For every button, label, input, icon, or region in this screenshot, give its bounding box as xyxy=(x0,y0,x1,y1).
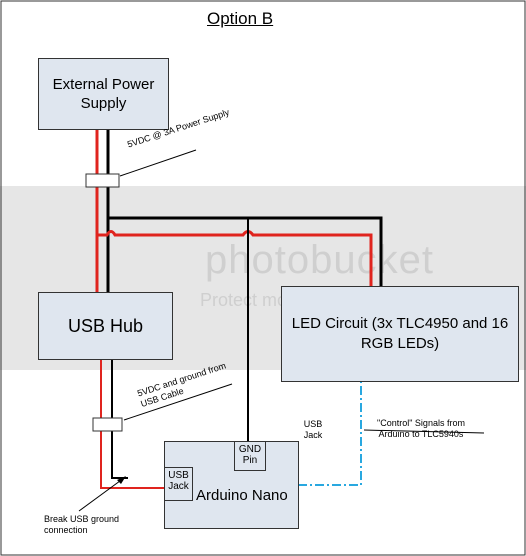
usb-power-line xyxy=(100,358,165,489)
usb-jack-inner-box: USB Jack xyxy=(164,467,193,501)
external-power-supply-label: External Power Supply xyxy=(52,76,155,112)
ground-bus xyxy=(108,216,383,287)
break-note-arrowhead xyxy=(117,476,126,484)
led-circuit-box: LED Circuit (3x TLC4950 and 16 RGB LEDs) xyxy=(281,286,519,382)
usb-jack-inner-label: USB Jack xyxy=(168,470,189,492)
led-circuit-label: LED Circuit (3x TLC4950 and 16 RGB LEDs) xyxy=(291,315,509,352)
control-note-label: "Control" Signals from Arduino to TLC594… xyxy=(377,418,465,439)
break-note-leader xyxy=(78,477,125,512)
watermark: photobucket xyxy=(205,238,434,282)
usb-connector xyxy=(92,417,123,432)
external-power-supply-box: External Power Supply xyxy=(38,58,169,130)
power-connector xyxy=(85,173,120,188)
arduino-nano-label: Arduino Nano xyxy=(196,487,288,504)
control-note-leader xyxy=(363,429,485,434)
usb-jack-label: USB Jack xyxy=(303,419,323,440)
diagram-title: Option B xyxy=(207,9,274,28)
usb-note-leader xyxy=(123,383,233,421)
power-bus xyxy=(97,230,373,287)
break-note-label: Break USB ground connection xyxy=(44,514,120,535)
control-signal-line xyxy=(298,375,362,486)
gnd-pin-box: GND Pin xyxy=(234,441,266,471)
usb-hub-label: USB Hub xyxy=(67,315,144,336)
gnd-pin-label: GND Pin xyxy=(238,444,262,466)
power-note-leader xyxy=(119,149,197,177)
usb-hub-box: USB Hub xyxy=(38,292,173,360)
